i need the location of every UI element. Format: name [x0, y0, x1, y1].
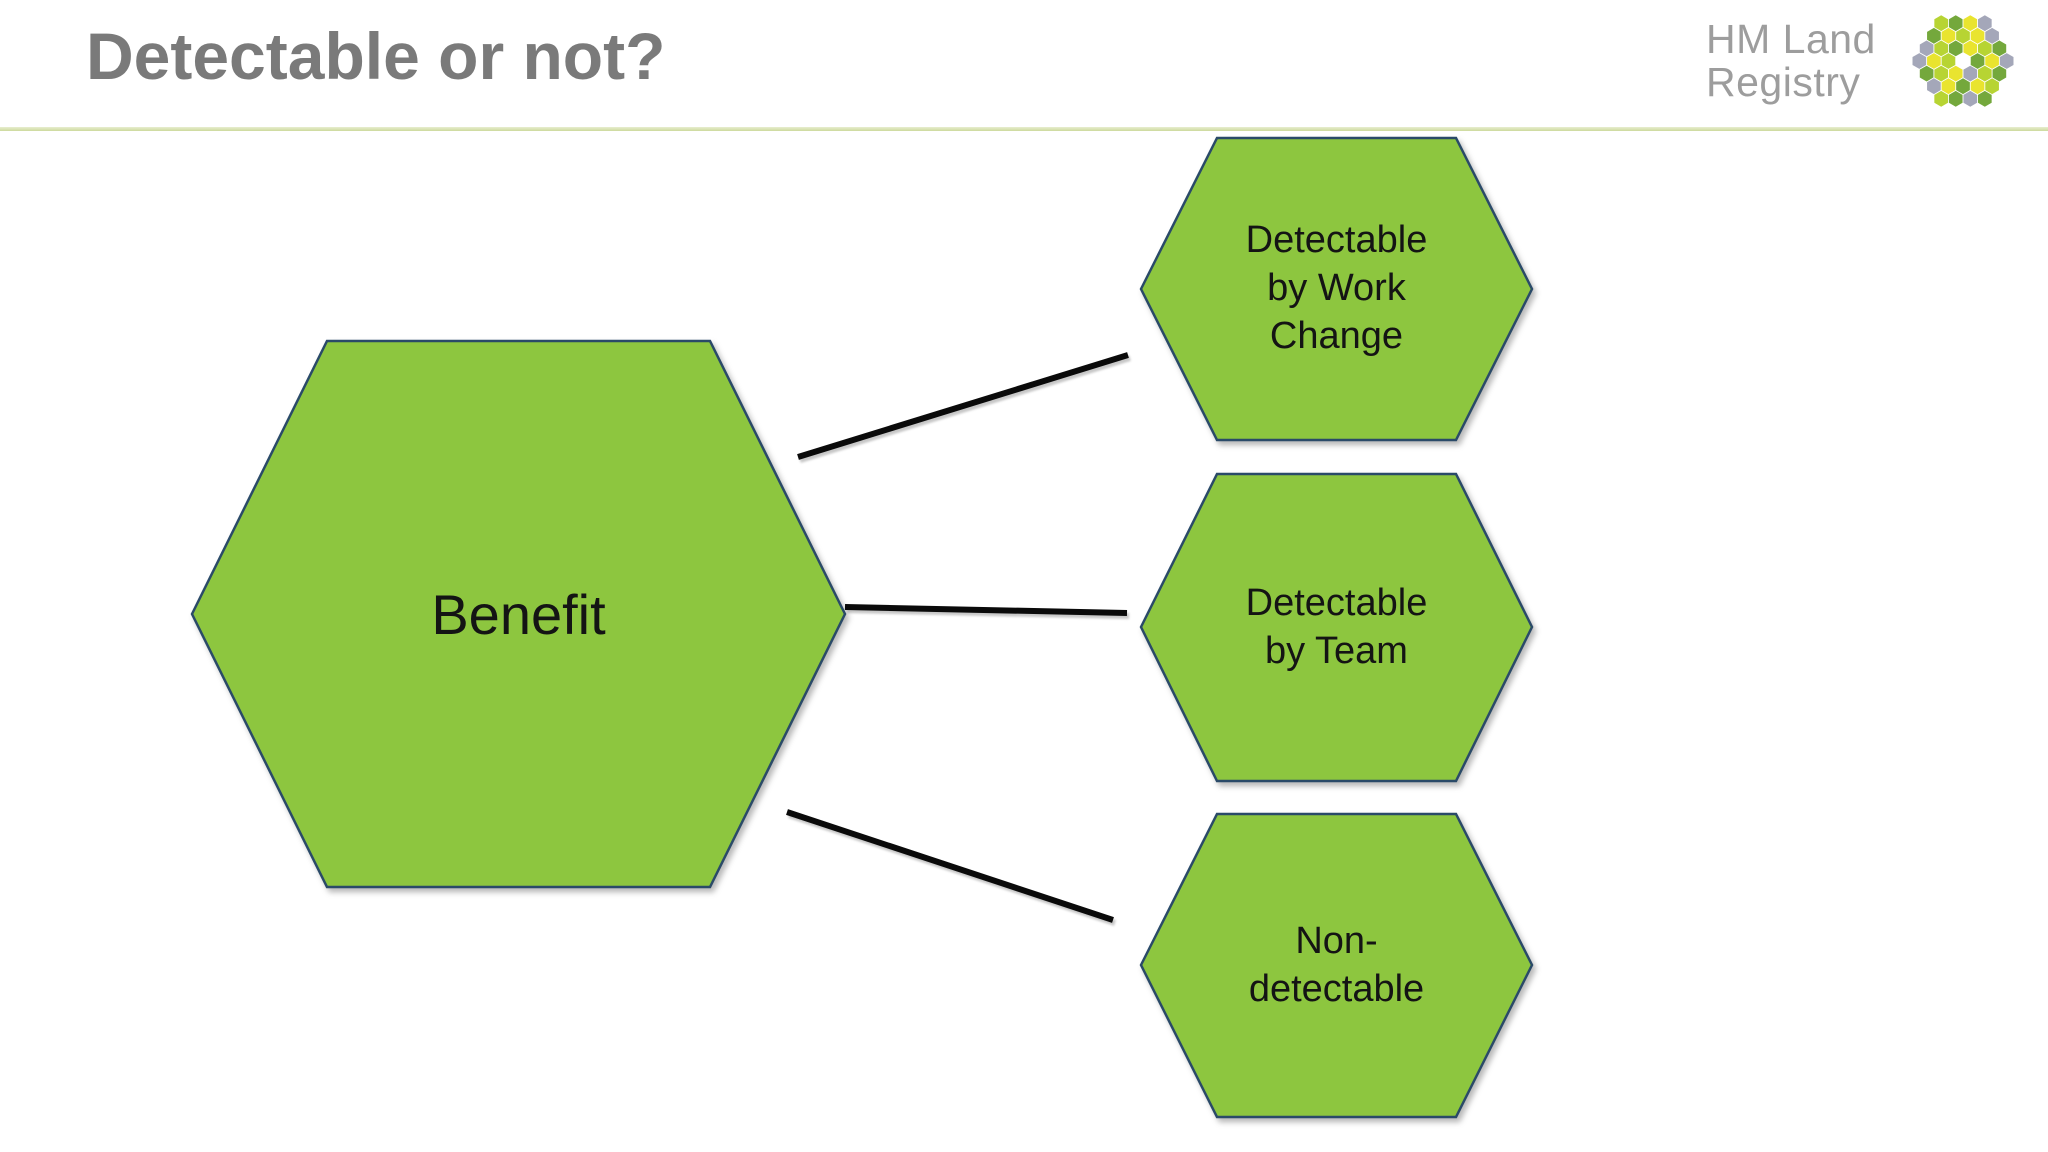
hm-land-registry-logo-text: HM Land Registry — [1706, 16, 1876, 106]
hm-land-registry-logo: HM Land Registry — [1698, 10, 2018, 122]
hexagon-detectable-by-work-change — [1139, 136, 1534, 442]
connector-benefit-to-work-change — [797, 352, 1129, 460]
hexagon-detectable-by-team — [1139, 472, 1534, 783]
hexagon-non-detectable — [1139, 812, 1534, 1119]
benefit-hexagon — [190, 339, 847, 889]
page-title: Detectable or not? — [86, 19, 666, 93]
hmlr-hexagon-rosette-icon — [1912, 15, 2014, 107]
connector-benefit-to-non-detectable — [786, 809, 1114, 923]
header-separator-line — [0, 127, 2048, 131]
connector-benefit-to-team — [844, 604, 1128, 616]
